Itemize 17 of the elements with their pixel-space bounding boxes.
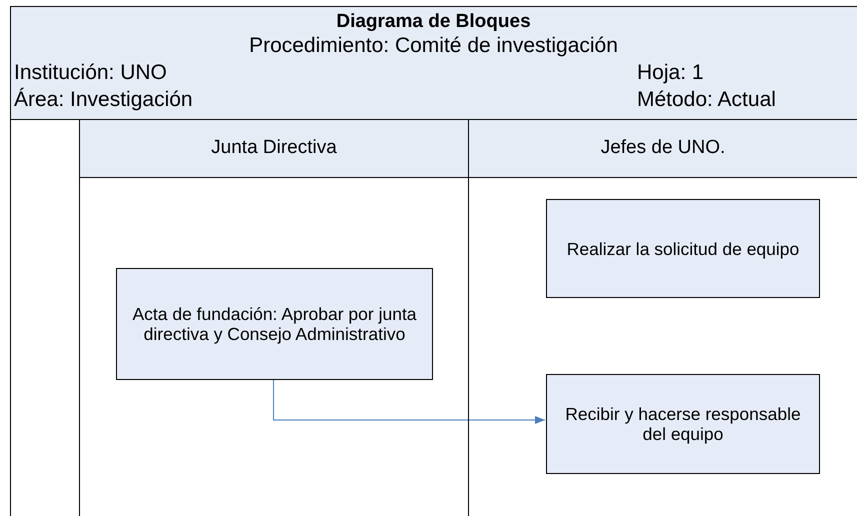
procedure-text: Procedimiento: Comité de investigación (248, 34, 619, 58)
swimlane (468, 120, 857, 516)
method-text: Método: Actual (637, 88, 776, 112)
swimlane (79, 120, 468, 516)
process-box (546, 199, 820, 298)
institution-text: Institución: UNO (14, 61, 167, 85)
process-box (116, 268, 433, 380)
process-box (546, 374, 820, 474)
box-text: Realizar la solicitud de equipo (566, 238, 800, 258)
box-text: Recibir y hacerse responsable del equipo (564, 404, 802, 444)
box-text: Acta de fundación: Aprobar por junta directiva y Consejo Administrativo (131, 304, 418, 344)
lane-title: Jefes de UNO. (600, 136, 726, 160)
title: Diagrama de Bloques (335, 11, 532, 33)
lane-title: Junta Directiva (211, 136, 337, 160)
area-text: Área: Investigación (14, 88, 193, 112)
arrow (273, 380, 546, 424)
sheet-text: Hoja: 1 (637, 61, 704, 85)
